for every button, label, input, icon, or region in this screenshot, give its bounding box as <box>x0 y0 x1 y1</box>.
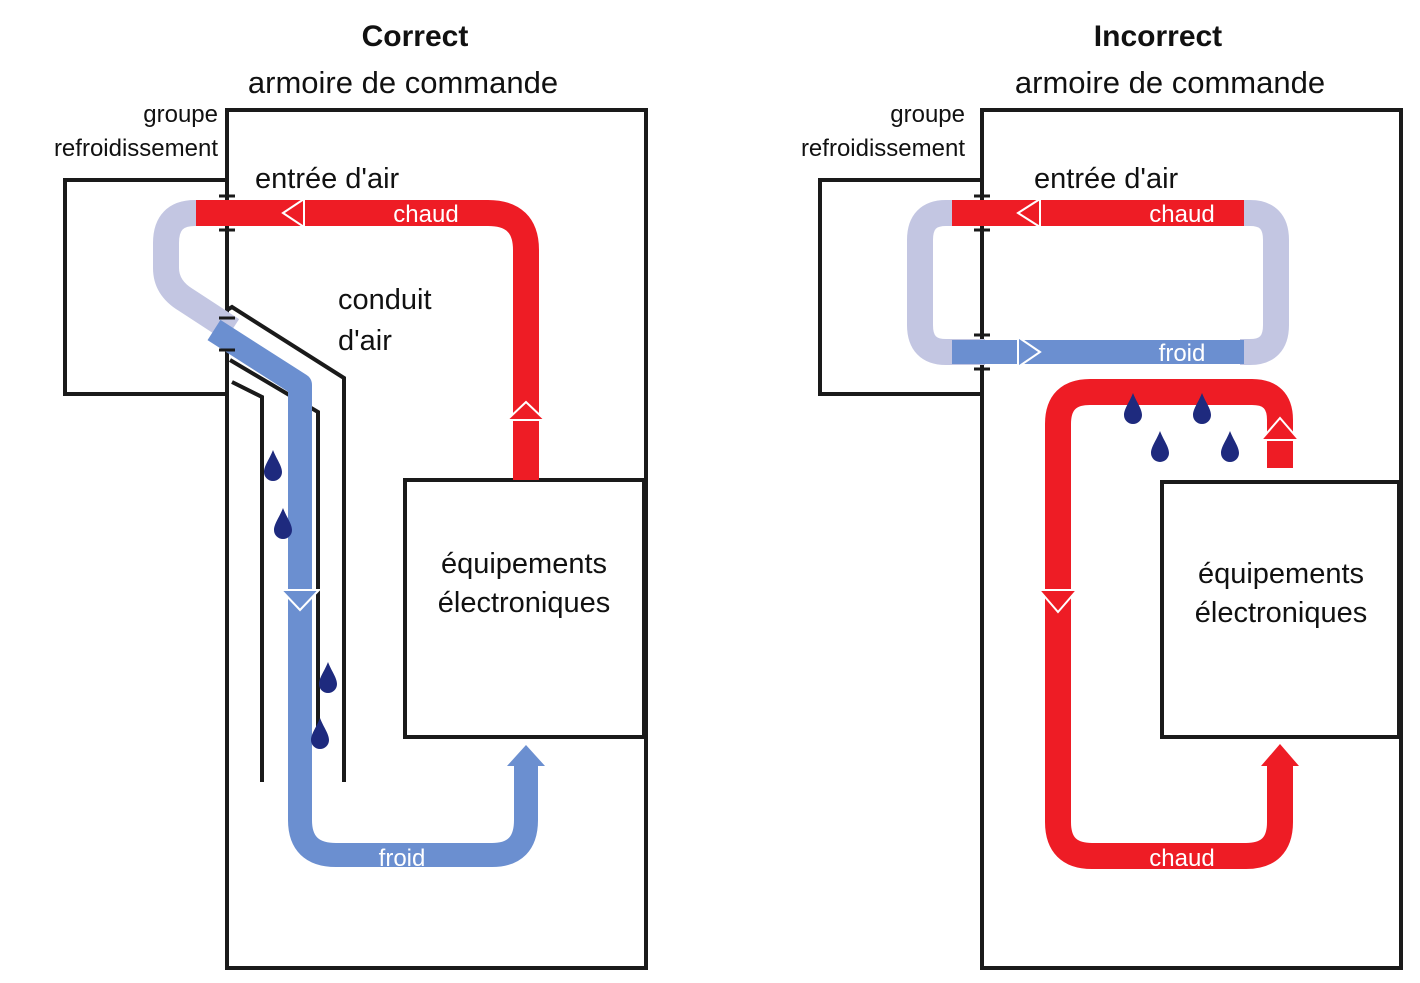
panel-correct: Correct armoire de commande groupe refro… <box>54 20 648 970</box>
cold-flow-label-incorrect: froid <box>1159 340 1206 367</box>
duct-label-line1-correct: conduit <box>338 284 432 316</box>
recirculation-loop-incorrect <box>1237 200 1289 365</box>
cooling-unit-label-line1-incorrect: groupe <box>890 101 965 128</box>
wall-connectors-incorrect <box>974 194 990 371</box>
arrow-icon <box>1036 589 1080 614</box>
air-inlet-label-correct: entrée d'air <box>255 163 400 195</box>
cooling-unit-label-line1-correct: groupe <box>143 101 218 128</box>
hot-air-path-correct <box>196 200 539 480</box>
arrow-icon <box>1016 197 1041 229</box>
droplet-icon <box>1193 393 1211 424</box>
droplet-icon <box>1124 393 1142 424</box>
cooling-unit-label-line2-correct: refroidissement <box>54 135 218 162</box>
arrow-icon <box>1261 744 1299 766</box>
hot-flow-label-correct: chaud <box>393 201 458 228</box>
cabinet-label-incorrect: armoire de commande <box>1015 65 1325 100</box>
droplet-icon <box>311 718 329 749</box>
droplet-icon <box>1221 431 1239 462</box>
droplet-icon <box>319 662 337 693</box>
arrow-icon <box>1017 335 1042 369</box>
cold-air-path-correct <box>207 319 538 867</box>
droplet-icon <box>1151 431 1169 462</box>
cabinet-label-correct: armoire de commande <box>248 65 558 100</box>
equipment-box-incorrect <box>1160 480 1401 739</box>
panel-incorrect: Incorrect armoire de commande groupe ref… <box>801 20 1403 970</box>
droplet-icon <box>274 508 292 539</box>
arrow-icon <box>504 400 548 421</box>
equipment-label-line2-correct: électroniques <box>438 587 611 619</box>
air-duct-correct <box>225 304 346 782</box>
condensation-droplets-correct <box>264 450 337 749</box>
duct-label-line2-correct: d'air <box>338 325 392 357</box>
panel-heading-incorrect: Incorrect <box>1094 20 1222 53</box>
arrow-icon <box>278 589 322 612</box>
panel-heading-correct: Correct <box>362 20 469 53</box>
arrow-icon <box>281 197 305 229</box>
hot-flow-top-label-incorrect: chaud <box>1149 201 1214 228</box>
hot-air-loop-incorrect <box>1045 379 1293 869</box>
arrow-icon <box>1258 416 1302 441</box>
air-inlet-label-incorrect: entrée d'air <box>1034 163 1179 195</box>
cooler-loop-incorrect <box>907 200 985 365</box>
droplet-icon <box>264 450 282 481</box>
equipment-label-line2-incorrect: électroniques <box>1195 597 1368 629</box>
cold-flow-label-correct: froid <box>379 845 426 872</box>
wall-connectors-correct <box>219 194 235 352</box>
condensation-droplets-incorrect <box>1124 393 1239 462</box>
equipment-box-correct <box>403 478 646 739</box>
equipment-label-line1-correct: équipements <box>441 548 607 580</box>
equipment-label-line1-incorrect: équipements <box>1198 558 1364 590</box>
cooling-unit-label-line2-incorrect: refroidissement <box>801 135 965 162</box>
arrow-icon <box>507 745 545 766</box>
cooler-loop-correct <box>153 200 240 341</box>
hot-flow-bottom-label-incorrect: chaud <box>1149 845 1214 872</box>
